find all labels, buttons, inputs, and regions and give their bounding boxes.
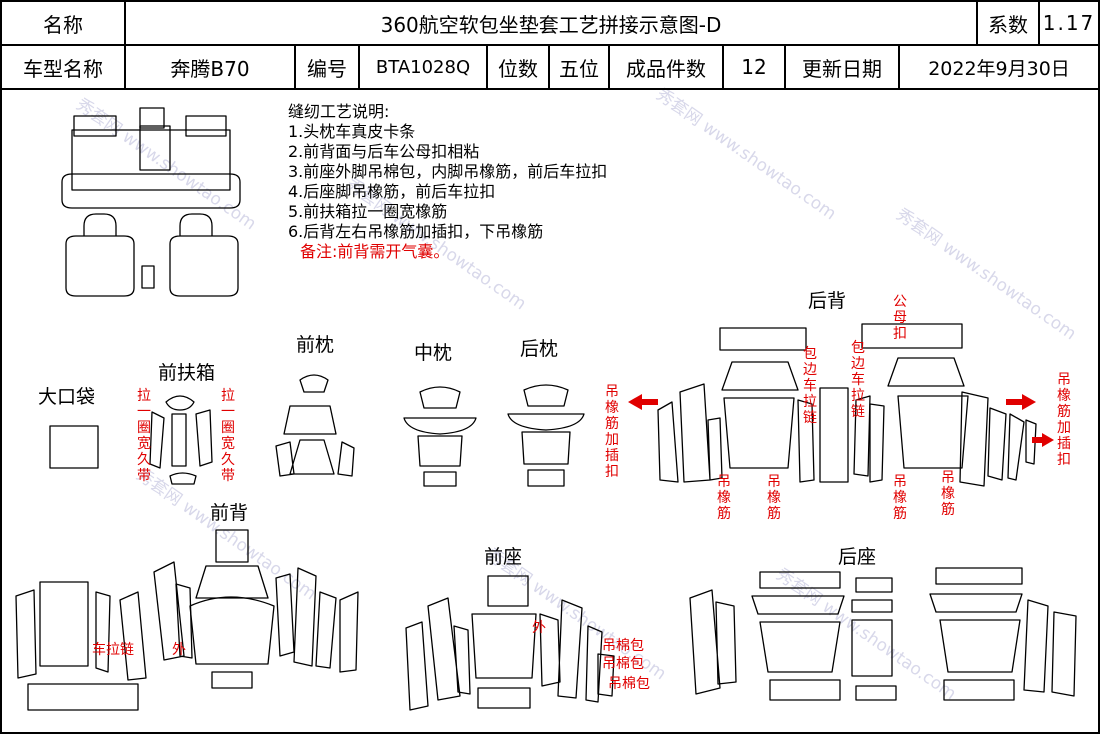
border-left — [0, 0, 2, 734]
note-hang-elastic: 吊橡筋 — [941, 470, 955, 518]
front-seat-pieces — [405, 575, 615, 711]
section-front-seat: 前座 — [484, 546, 523, 568]
notes-heading: 缝纫工艺说明: — [288, 102, 390, 121]
sewing-notes: 缝纫工艺说明: 1.头枕车真皮卡条 2.前背面与后车公母扣相粘 3.前座外脚吊棉… — [288, 102, 607, 262]
seats-value: 五位 — [559, 56, 599, 81]
section-rear-headrest: 后枕 — [520, 338, 559, 360]
note-outer: 外 — [172, 642, 186, 658]
col-line — [486, 44, 488, 88]
big-pocket-piece — [49, 425, 99, 469]
note-cotton-pack: 吊棉包 — [608, 676, 650, 692]
note-item: 1.头枕车真皮卡条 — [288, 122, 416, 141]
header-divider — [0, 44, 1100, 46]
col-line — [784, 44, 786, 88]
section-front-back: 前背 — [210, 502, 249, 524]
model-label: 车型名称 — [23, 56, 103, 81]
col-line — [898, 44, 900, 88]
note-item: 2.前背面与后车公母扣相粘 — [288, 142, 480, 161]
section-front-headrest: 前枕 — [296, 334, 335, 356]
note-item: 4.后座脚吊橡筋，前后车拉扣 — [288, 182, 496, 201]
note-zipper: 车拉链 — [92, 642, 134, 658]
note-armrest-right: 拉一圈宽久带 — [221, 388, 235, 484]
code-label: 编号 — [307, 56, 347, 81]
front-back-pieces — [15, 529, 359, 711]
sheet-title: 360航空软包坐垫套工艺拼接示意图-D — [380, 12, 722, 37]
section-rear-seat: 后座 — [838, 546, 877, 568]
section-middle-headrest: 中枕 — [414, 342, 453, 364]
direction-arrows — [628, 394, 1054, 447]
col-line — [976, 0, 978, 44]
note-item: 5.前扶箱拉一圈宽橡筋 — [288, 202, 448, 221]
col-line — [548, 44, 550, 88]
name-label: 名称 — [43, 12, 83, 37]
note-edge-zip-left: 包边车拉链 — [803, 346, 817, 426]
col-line — [124, 0, 126, 88]
notes-remark: 备注:前背需开气囊。 — [300, 242, 450, 261]
section-rear-back: 后背 — [808, 290, 847, 312]
header-bottom — [0, 88, 1100, 90]
front-headrest-pieces — [275, 374, 355, 477]
pieces-label: 成品件数 — [626, 56, 706, 81]
section-big-pocket: 大口袋 — [38, 386, 96, 408]
middle-headrest-pieces — [403, 386, 477, 487]
model-value: 奔腾B70 — [170, 56, 250, 81]
col-line — [294, 44, 296, 88]
coefficient-label: 系数 — [988, 12, 1028, 37]
pieces-value: 12 — [741, 55, 767, 79]
col-line — [722, 44, 724, 88]
border-bottom — [0, 732, 1100, 734]
col-line — [1038, 0, 1040, 44]
date-label: 更新日期 — [802, 56, 882, 81]
front-armrest-pieces — [149, 395, 213, 485]
coefficient-value: 1.17 — [1042, 11, 1096, 35]
rear-back-pieces — [657, 323, 1037, 487]
note-outer: 外 — [532, 620, 546, 636]
note-hang-elastic: 吊橡筋 — [767, 474, 781, 522]
note-hang-elastic: 吊橡筋 — [717, 474, 731, 522]
rear-headrest-pieces — [507, 384, 585, 487]
seats-label: 位数 — [498, 56, 538, 81]
note-item: 3.前座外脚吊棉包，内脚吊橡筋，前后车拉扣 — [288, 162, 608, 181]
col-line — [358, 44, 360, 88]
note-item: 6.后背左右吊橡筋加插扣，下吊橡筋 — [288, 222, 544, 241]
border-right — [1098, 0, 1100, 734]
note-cotton-pack: 吊棉包 — [602, 638, 644, 654]
note-armrest-left: 拉一圈宽久带 — [137, 388, 151, 484]
note-snap: 公母扣 — [893, 294, 907, 342]
date-value: 2022年9月30日 — [928, 57, 1070, 80]
col-line — [608, 44, 610, 88]
seat-overview — [61, 107, 241, 297]
border-top — [0, 0, 1100, 2]
section-front-armrest: 前扶箱 — [158, 362, 216, 384]
note-hang-elastic: 吊橡筋 — [893, 474, 907, 522]
note-cotton-pack: 吊棉包 — [602, 656, 644, 672]
note-edge-zip-right: 包边车拉链 — [851, 340, 865, 420]
code-value: BTA1028Q — [375, 56, 471, 78]
rear-seat-pieces — [689, 567, 1077, 701]
note-rear-right-side: 吊橡筋加插扣 — [1057, 372, 1071, 468]
note-rear-left-side: 吊橡筋加插扣 — [605, 384, 619, 480]
